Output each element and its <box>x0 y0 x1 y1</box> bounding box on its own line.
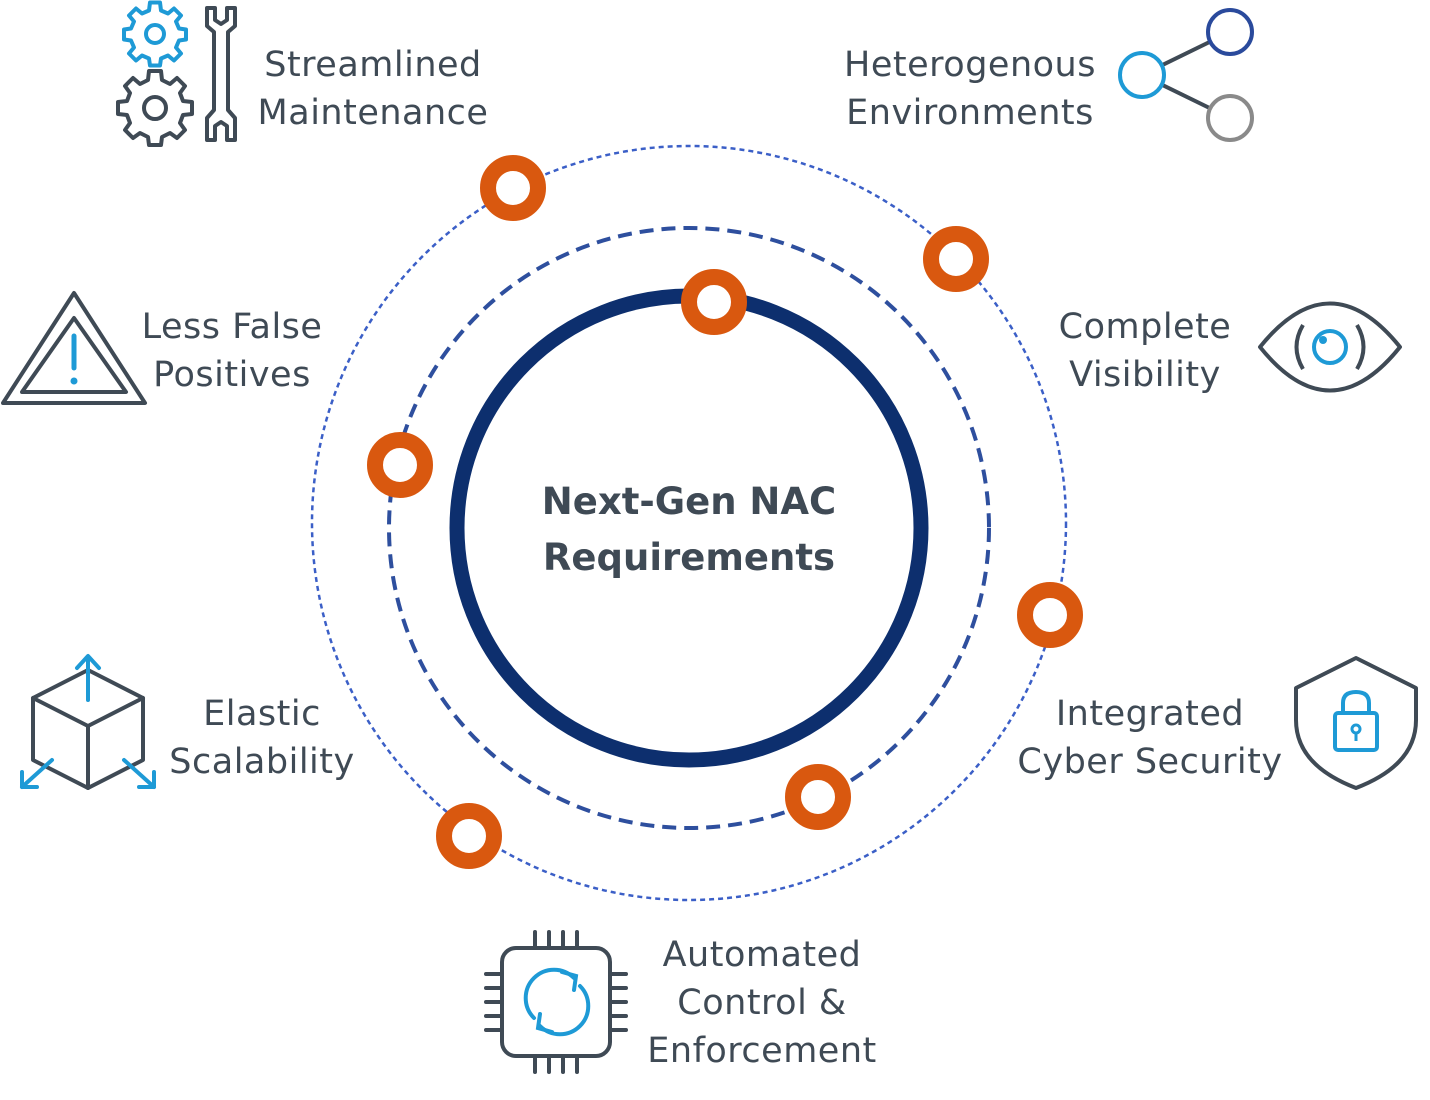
orbit-node-5 <box>1017 582 1083 648</box>
visibility-label-line1: Complete <box>1059 307 1232 347</box>
automation-label-line1: Automated <box>663 935 862 975</box>
maintenance-label-line2: Maintenance <box>258 93 489 133</box>
security-label-line2: Cyber Security <box>1017 742 1282 782</box>
outer-orbit-ring <box>310 144 1068 902</box>
scalability-label-line1: Elastic <box>203 694 321 734</box>
share-nodes-icon <box>1118 8 1254 142</box>
cube-arrows-icon <box>20 654 156 790</box>
false-positives-label-line2: Positives <box>153 355 311 395</box>
center-title-line1: Next-Gen NAC <box>542 480 836 523</box>
scalability-label-line2: Scalability <box>169 742 354 782</box>
orbit-node-1 <box>480 155 546 221</box>
warning-triangle-icon <box>1 291 147 405</box>
orbit-node-3 <box>681 269 747 335</box>
false-positives-label-line1: Less False <box>142 307 323 347</box>
orbit-node-6 <box>785 764 851 830</box>
shield-lock-icon <box>1294 656 1418 790</box>
heterogeneous-label-line1: Heterogenous <box>844 45 1096 85</box>
security-label-line1: Integrated <box>1056 694 1244 734</box>
automation-label-line3: Enforcement <box>647 1031 876 1071</box>
inner-core-ring <box>449 288 929 768</box>
orbit-node-4 <box>367 432 433 498</box>
eye-icon <box>1258 301 1402 393</box>
center-title-line2: Requirements <box>543 536 835 579</box>
orbit-node-7 <box>436 803 502 869</box>
orbit-node-2 <box>923 226 989 292</box>
maintenance-label-line1: Streamlined <box>264 45 482 85</box>
heterogeneous-label-line2: Environments <box>846 93 1094 133</box>
chip-refresh-icon <box>484 930 628 1074</box>
middle-orbit-ring <box>387 226 991 830</box>
visibility-label-line2: Visibility <box>1069 355 1221 395</box>
automation-label-line2: Control & <box>677 983 846 1023</box>
gears-wrench-icon <box>116 0 237 147</box>
